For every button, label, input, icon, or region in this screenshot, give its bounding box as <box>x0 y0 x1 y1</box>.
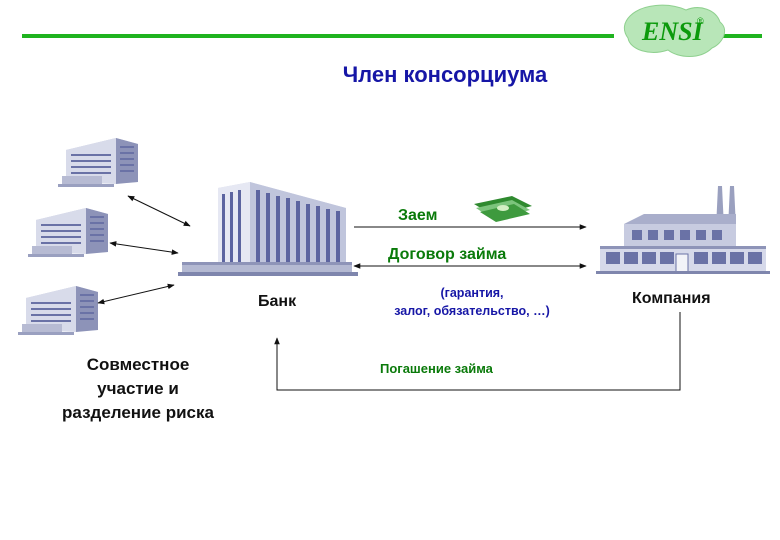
bank-label: Банк <box>258 293 297 310</box>
partner-building-2 <box>28 208 108 257</box>
partner-building-1 <box>58 138 138 187</box>
page-title: Член консорциума <box>342 62 548 87</box>
partner-building-3 <box>18 286 98 335</box>
cooperation-line-2: участие и <box>97 379 179 398</box>
logo-world-map <box>623 4 725 57</box>
partner2-bank-arrow <box>109 241 179 255</box>
bank-building <box>178 182 358 276</box>
ensi-logo: ENSI ® <box>623 4 725 57</box>
guarantee-line-2: залог, обязательство, …) <box>394 304 550 318</box>
loan-label: Заем <box>398 207 438 224</box>
company-factory <box>596 186 770 274</box>
guarantee-note: (гарантия, залог, обязательство, …) <box>372 284 572 320</box>
cooperation-line-3: разделение риска <box>62 403 214 422</box>
header-line-right <box>716 34 762 38</box>
cooperation-text: Совместное участие и разделение риска <box>40 353 236 425</box>
logo-registered-mark: ® <box>697 16 704 26</box>
logo-text: ENSI <box>641 17 704 46</box>
guarantee-line-1: (гарантия, <box>440 286 504 300</box>
cooperation-line-1: Совместное <box>86 355 190 374</box>
repayment-path <box>274 312 681 391</box>
money-icon <box>474 196 532 222</box>
partner1-bank-arrow <box>127 195 191 227</box>
partner3-bank-arrow <box>97 283 175 305</box>
loan-contract-label: Договор займа <box>388 246 507 263</box>
repayment-label: Погашение займа <box>380 361 493 376</box>
company-label: Компания <box>632 290 711 307</box>
header-line-left <box>22 34 614 38</box>
